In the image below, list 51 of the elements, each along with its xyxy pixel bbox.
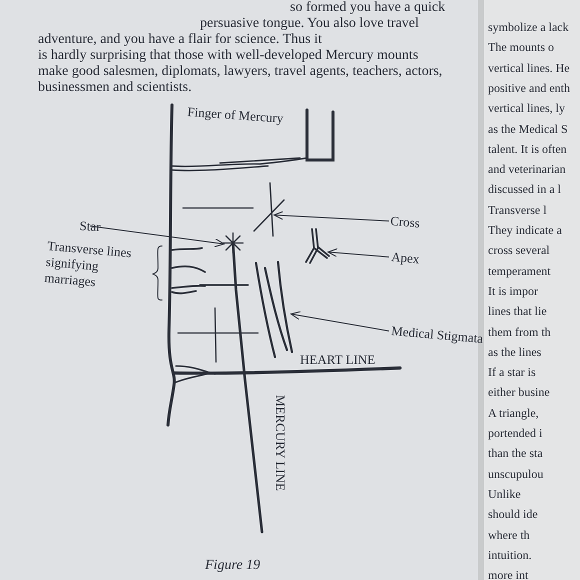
body-text: They indicate a	[488, 223, 562, 238]
leader-line	[274, 210, 390, 222]
body-text: vertical lines, ly	[488, 101, 565, 116]
body-text: as the lines	[488, 344, 542, 360]
callout-label: Cross	[390, 213, 420, 232]
callout-label: Apex	[390, 249, 420, 268]
body-text: where th	[488, 528, 530, 542]
body-text: The mounts o	[488, 40, 554, 56]
fork-mark	[305, 228, 330, 264]
body-text: Transverse l	[488, 202, 547, 218]
body-text: unscupulou	[488, 466, 544, 482]
star-mark	[222, 232, 244, 254]
line-label: MERCURY LINE	[272, 395, 288, 491]
body-text: Unlike	[488, 486, 521, 502]
body-text: as the Medical S	[488, 122, 568, 136]
line-label: HEART LINE	[300, 352, 376, 368]
lines-mark	[254, 260, 294, 358]
leader-line	[328, 248, 390, 258]
body-text: lines that lie	[488, 304, 547, 320]
body-text: than the sta	[488, 446, 543, 462]
body-text: discussed in a l	[488, 182, 561, 198]
body-text: intuition.	[488, 548, 532, 563]
body-text: should ide	[488, 507, 538, 522]
body-text: so formed you have a quick	[290, 0, 446, 16]
cross-mark	[253, 182, 285, 237]
figure-caption: Figure 19	[205, 558, 260, 574]
body-text: them from th	[488, 324, 551, 340]
body-text: businessmen and scientists.	[38, 80, 192, 96]
body-text: It is impor	[488, 284, 538, 299]
body-text: If a star is	[488, 365, 536, 380]
callout-label: Medical Stigmata	[390, 323, 484, 347]
body-text: and veterinarian	[488, 162, 566, 178]
body-text: talent. It is often	[488, 142, 567, 157]
body-text: either busine	[488, 385, 550, 400]
body-text: A triangle,	[488, 406, 539, 421]
body-text: positive and enth	[488, 80, 570, 96]
body-text: adventure, and you have a flair for science. Thus it	[38, 32, 322, 48]
body-text: make good salesmen, diplomats, lawyers, travel agents, teachers, actors,	[38, 64, 442, 80]
body-text: temperament	[488, 264, 551, 279]
part-label: Finger of Mercury	[186, 104, 284, 127]
body-text: symbolize a lack	[488, 20, 569, 35]
callout-label: Star	[79, 218, 101, 236]
body-text: cross several	[488, 243, 550, 258]
part-label: Transverse lines signifying marriages	[44, 238, 134, 292]
body-text: is hardly surprising that those with well-developed Mercury mounts	[38, 48, 418, 64]
body-text: persuasive tongue. You also love travel	[200, 16, 419, 32]
body-text: portended i	[488, 426, 542, 441]
leader-line	[90, 226, 224, 248]
body-text: vertical lines. He	[488, 60, 570, 76]
body-text: more int	[488, 568, 528, 580]
leader-line	[290, 311, 390, 332]
